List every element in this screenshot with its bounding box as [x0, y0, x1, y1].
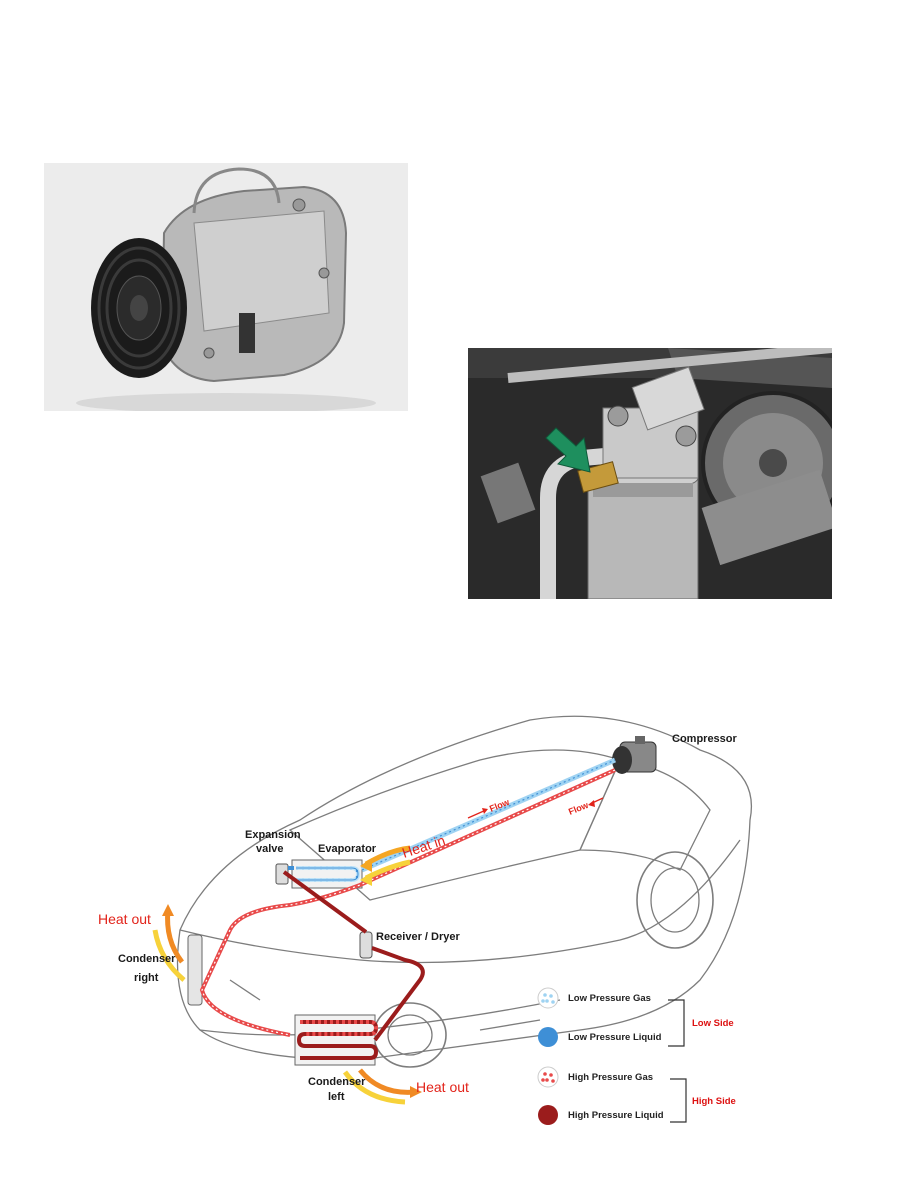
legend-label-3: High Pressure Liquid [568, 1110, 664, 1121]
label-condenser-left-1: Condenser [308, 1076, 366, 1088]
legend-swatch-low-pressure-liquid [538, 1027, 558, 1047]
green-pointer-arrow [545, 427, 591, 473]
condenser-right [187, 934, 203, 1006]
label-low-side: Low Side [692, 1018, 734, 1029]
label-compressor: Compressor [672, 733, 738, 745]
annotation-heat-out-bottom: Heat out [416, 1079, 469, 1095]
car-outline [176, 715, 752, 1068]
evaporator [291, 859, 363, 889]
label-receiver-dryer: Receiver / Dryer [376, 931, 460, 943]
legend-label-0: Low Pressure Gas [568, 993, 651, 1004]
label-expansion-valve-1: Expansion [245, 829, 301, 841]
receiver-dryer-engine-photo [468, 343, 845, 600]
compressor-photo [44, 163, 408, 413]
legend-label-2: High Pressure Gas [568, 1072, 653, 1083]
label-condenser-right-1: Condenser [118, 953, 176, 965]
condenser-left [294, 1014, 379, 1066]
label-condenser-left-2: left [328, 1091, 345, 1103]
heat-out-bottom-arrows [342, 1068, 422, 1105]
legend-swatch-high-pressure-gas [537, 1066, 559, 1088]
label-expansion-valve-2: valve [256, 843, 284, 855]
bracket-high-side [670, 1078, 687, 1123]
annotation-heat-out-top: Heat out [98, 911, 151, 927]
flow-lower: Flow [567, 797, 604, 817]
bracket-low-side [668, 999, 685, 1047]
ac-circuit-diagram: Flow Flow Compressor Expansion valve Eva… [60, 700, 860, 1160]
label-condenser-right-2: right [134, 972, 159, 984]
receiver-dryer [359, 931, 373, 959]
legend-label-1: Low Pressure Liquid [568, 1032, 662, 1043]
svg-text:Flow: Flow [567, 800, 591, 817]
compressor [612, 736, 657, 774]
heat-in-arrows [360, 845, 411, 886]
label-evaporator: Evaporator [318, 843, 377, 855]
label-high-side: High Side [692, 1096, 736, 1107]
legend-swatch-low-pressure-gas [537, 987, 559, 1009]
line-high-pressure-liquid [282, 870, 425, 1042]
legend-swatch-high-pressure-liquid [538, 1105, 558, 1125]
heat-out-top-arrows [152, 904, 186, 982]
legend: Low Pressure Gas Low Pressure Liquid Hig… [537, 987, 736, 1125]
